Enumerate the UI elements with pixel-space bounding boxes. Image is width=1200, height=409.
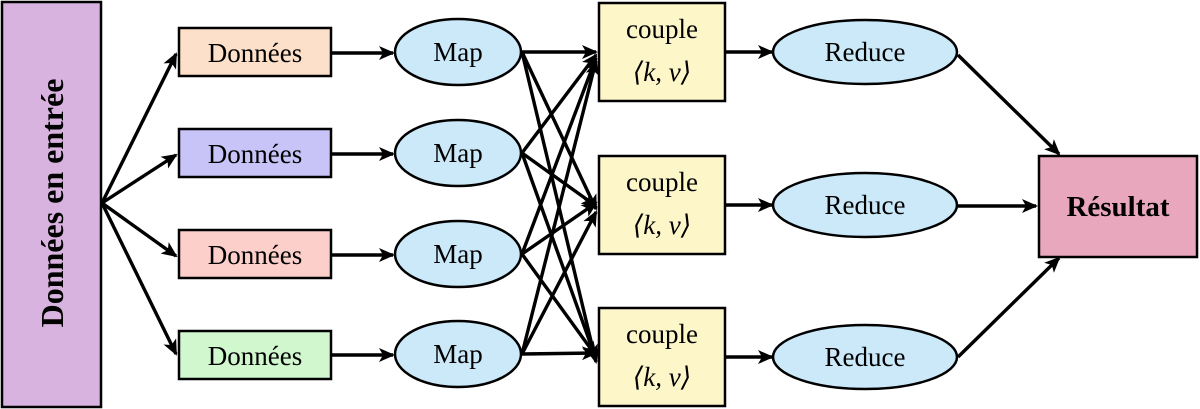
source-node: Données [177, 228, 333, 280]
arrow-map-4-to-couple-1 [520, 59, 600, 355]
source-label: Données [208, 341, 302, 371]
couple-nodes: couple ⟨k, v⟩ couple ⟨k, v⟩ couple ⟨k, v… [597, 1, 727, 408]
input-node: Données en entrée [0, 0, 103, 409]
input-box [0, 0, 103, 409]
arrow-map-2-to-couple-3 [520, 152, 598, 361]
couple-key-value: ⟨k, v⟩ [633, 57, 692, 87]
map-node: Map [393, 219, 523, 289]
map-label: Map [433, 37, 483, 67]
source-box [177, 329, 333, 381]
map-ellipse [393, 219, 523, 289]
couple-label: couple [626, 167, 698, 197]
reduce-node: Reduce [771, 18, 959, 86]
source-node: Données [177, 127, 333, 179]
couple-key-value: ⟨k, v⟩ [633, 362, 692, 392]
reduce-ellipse [771, 171, 959, 239]
couple-node: couple ⟨k, v⟩ [597, 1, 727, 103]
arrow-map-4-to-couple-3 [521, 346, 598, 361]
reduce-node: Reduce [771, 171, 959, 239]
source-node: Données [177, 26, 333, 78]
map-node: Map [393, 319, 523, 389]
result-node: Résultat [1037, 154, 1199, 259]
map-ellipse [393, 17, 523, 87]
reduce-ellipse [771, 18, 959, 86]
map-label: Map [433, 138, 483, 168]
couple-box [597, 1, 727, 103]
arrow-map-2-to-couple-2 [521, 151, 598, 208]
source-label: Données [208, 240, 302, 270]
reduce-nodes: Reduce Reduce Reduce [771, 18, 959, 391]
arrow-input-to-source-1 [100, 52, 178, 204]
map-label: Map [433, 339, 483, 369]
arrow-reduce-3-to-result [956, 256, 1061, 359]
couple-box [597, 306, 727, 408]
source-box [177, 228, 333, 280]
result-label: Résultat [1066, 191, 1169, 223]
couple-label: couple [626, 319, 698, 349]
edges [100, 45, 1061, 364]
source-box [177, 127, 333, 179]
map-node: Map [393, 17, 523, 87]
couple-box [597, 154, 727, 256]
reduce-label: Reduce [825, 342, 906, 372]
source-node: Données [177, 329, 333, 381]
arrow-map-4-to-couple-2 [520, 210, 598, 355]
source-nodes: Données Données Données Données [177, 26, 333, 381]
couple-node: couple ⟨k, v⟩ [597, 154, 727, 256]
map-ellipse [393, 319, 523, 389]
arrow-map-3-to-couple-1 [520, 56, 598, 255]
couple-node: couple ⟨k, v⟩ [597, 306, 727, 408]
arrow-input-to-source-4 [100, 202, 178, 356]
input-label: Données en entrée [34, 79, 70, 328]
arrow-reduce-1-to-result [956, 53, 1061, 156]
map-node: Map [393, 118, 523, 188]
map-nodes: Map Map Map Map [393, 17, 523, 389]
reduce-ellipse [771, 323, 959, 391]
source-box [177, 26, 333, 78]
arrow-input-to-source-3 [101, 201, 178, 258]
arrow-map-2-to-couple-1 [520, 53, 598, 155]
arrow-map-3-to-couple-3 [520, 253, 598, 358]
couple-key-value: ⟨k, v⟩ [633, 210, 692, 240]
couple-label: couple [626, 14, 698, 44]
reduce-label: Reduce [825, 37, 906, 67]
result-box [1037, 154, 1199, 259]
source-label: Données [208, 139, 302, 169]
reduce-node: Reduce [771, 323, 959, 391]
reduce-label: Reduce [825, 190, 906, 220]
map-ellipse [393, 118, 523, 188]
source-label: Données [208, 38, 302, 68]
map-label: Map [433, 239, 483, 269]
arrow-map-1-to-couple-2 [520, 51, 598, 211]
arrow-input-to-source-2 [101, 153, 178, 205]
